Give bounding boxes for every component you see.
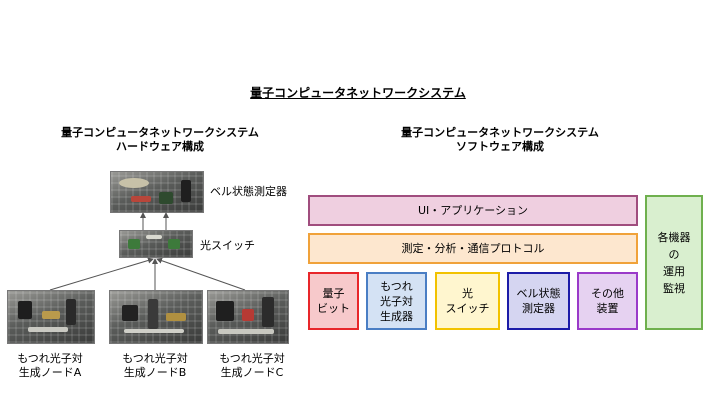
hardware-title-line1: 量子コンピュータネットワークシステム	[61, 126, 259, 139]
module-generator-line1: もつれ	[380, 279, 413, 293]
node-c-label: もつれ光子対 生成ノードC	[197, 352, 307, 380]
node-c-label-line1: もつれ光子対	[219, 352, 285, 365]
node-c-label-line2: 生成ノードC	[220, 366, 284, 379]
module-qubit-line1: 量子	[322, 287, 345, 300]
module-switch-line1: 光	[462, 287, 473, 300]
module-entangled-generator-box: もつれ 光子対 生成器	[366, 272, 427, 330]
node-b-photo	[109, 290, 203, 344]
hardware-section-title: 量子コンピュータネットワークシステム ハードウェア構成	[40, 126, 280, 154]
node-b-label-line1: もつれ光子対	[122, 352, 188, 365]
monitoring-line1: 各機器	[657, 230, 691, 244]
monitoring-line4: 監視	[663, 281, 685, 295]
node-a-photo	[7, 290, 95, 344]
module-other-devices-box: その他 装置	[577, 272, 638, 330]
bell-state-device-photo	[110, 171, 204, 213]
node-b-label: もつれ光子対 生成ノードB	[100, 352, 210, 380]
arrow-node-c-to-switch	[156, 257, 246, 291]
software-section-title: 量子コンピュータネットワークシステム ソフトウェア構成	[370, 126, 630, 154]
protocol-label: 測定・分析・通信プロトコル	[401, 242, 545, 255]
module-generator-line3: 生成器	[380, 309, 413, 323]
arrow-node-a-to-switch	[49, 257, 154, 291]
module-switch-line2: スイッチ	[445, 302, 490, 315]
node-b-label-line2: 生成ノードB	[123, 366, 187, 379]
node-a-label: もつれ光子対 生成ノードA	[0, 352, 105, 380]
page-title: 量子コンピュータネットワークシステム	[250, 86, 466, 100]
monitoring-line3: 運用	[663, 264, 685, 278]
node-c-photo	[207, 290, 289, 344]
module-qubit-line2: ビット	[317, 302, 350, 315]
module-qubit-box: 量子 ビット	[308, 272, 359, 330]
software-title-line2: ソフトウェア構成	[456, 140, 544, 153]
module-optical-switch-box: 光 スイッチ	[435, 272, 500, 330]
module-bell-measurer-box: ベル状態 測定器	[507, 272, 570, 330]
hardware-title-line2: ハードウェア構成	[116, 140, 204, 153]
node-a-label-line2: 生成ノードA	[18, 366, 82, 379]
protocol-box: 測定・分析・通信プロトコル	[308, 233, 638, 264]
node-a-label-line1: もつれ光子対	[17, 352, 83, 365]
optical-switch-label: 光スイッチ	[200, 239, 255, 252]
ui-application-label: UI・アプリケーション	[417, 204, 529, 217]
monitoring-line2: の	[668, 247, 680, 261]
module-generator-line2: 光子対	[380, 294, 413, 308]
monitoring-box: 各機器 の 運用 監視	[645, 195, 703, 330]
module-bell-line1: ベル状態	[516, 287, 561, 300]
module-other-line1: その他	[591, 287, 624, 300]
optical-switch-photo	[119, 230, 193, 258]
ui-application-box: UI・アプリケーション	[308, 195, 638, 226]
module-bell-line2: 測定器	[522, 302, 555, 315]
module-other-line2: 装置	[596, 302, 619, 315]
software-title-line1: 量子コンピュータネットワークシステム	[401, 126, 599, 139]
bell-state-label: ベル状態測定器	[210, 185, 287, 198]
